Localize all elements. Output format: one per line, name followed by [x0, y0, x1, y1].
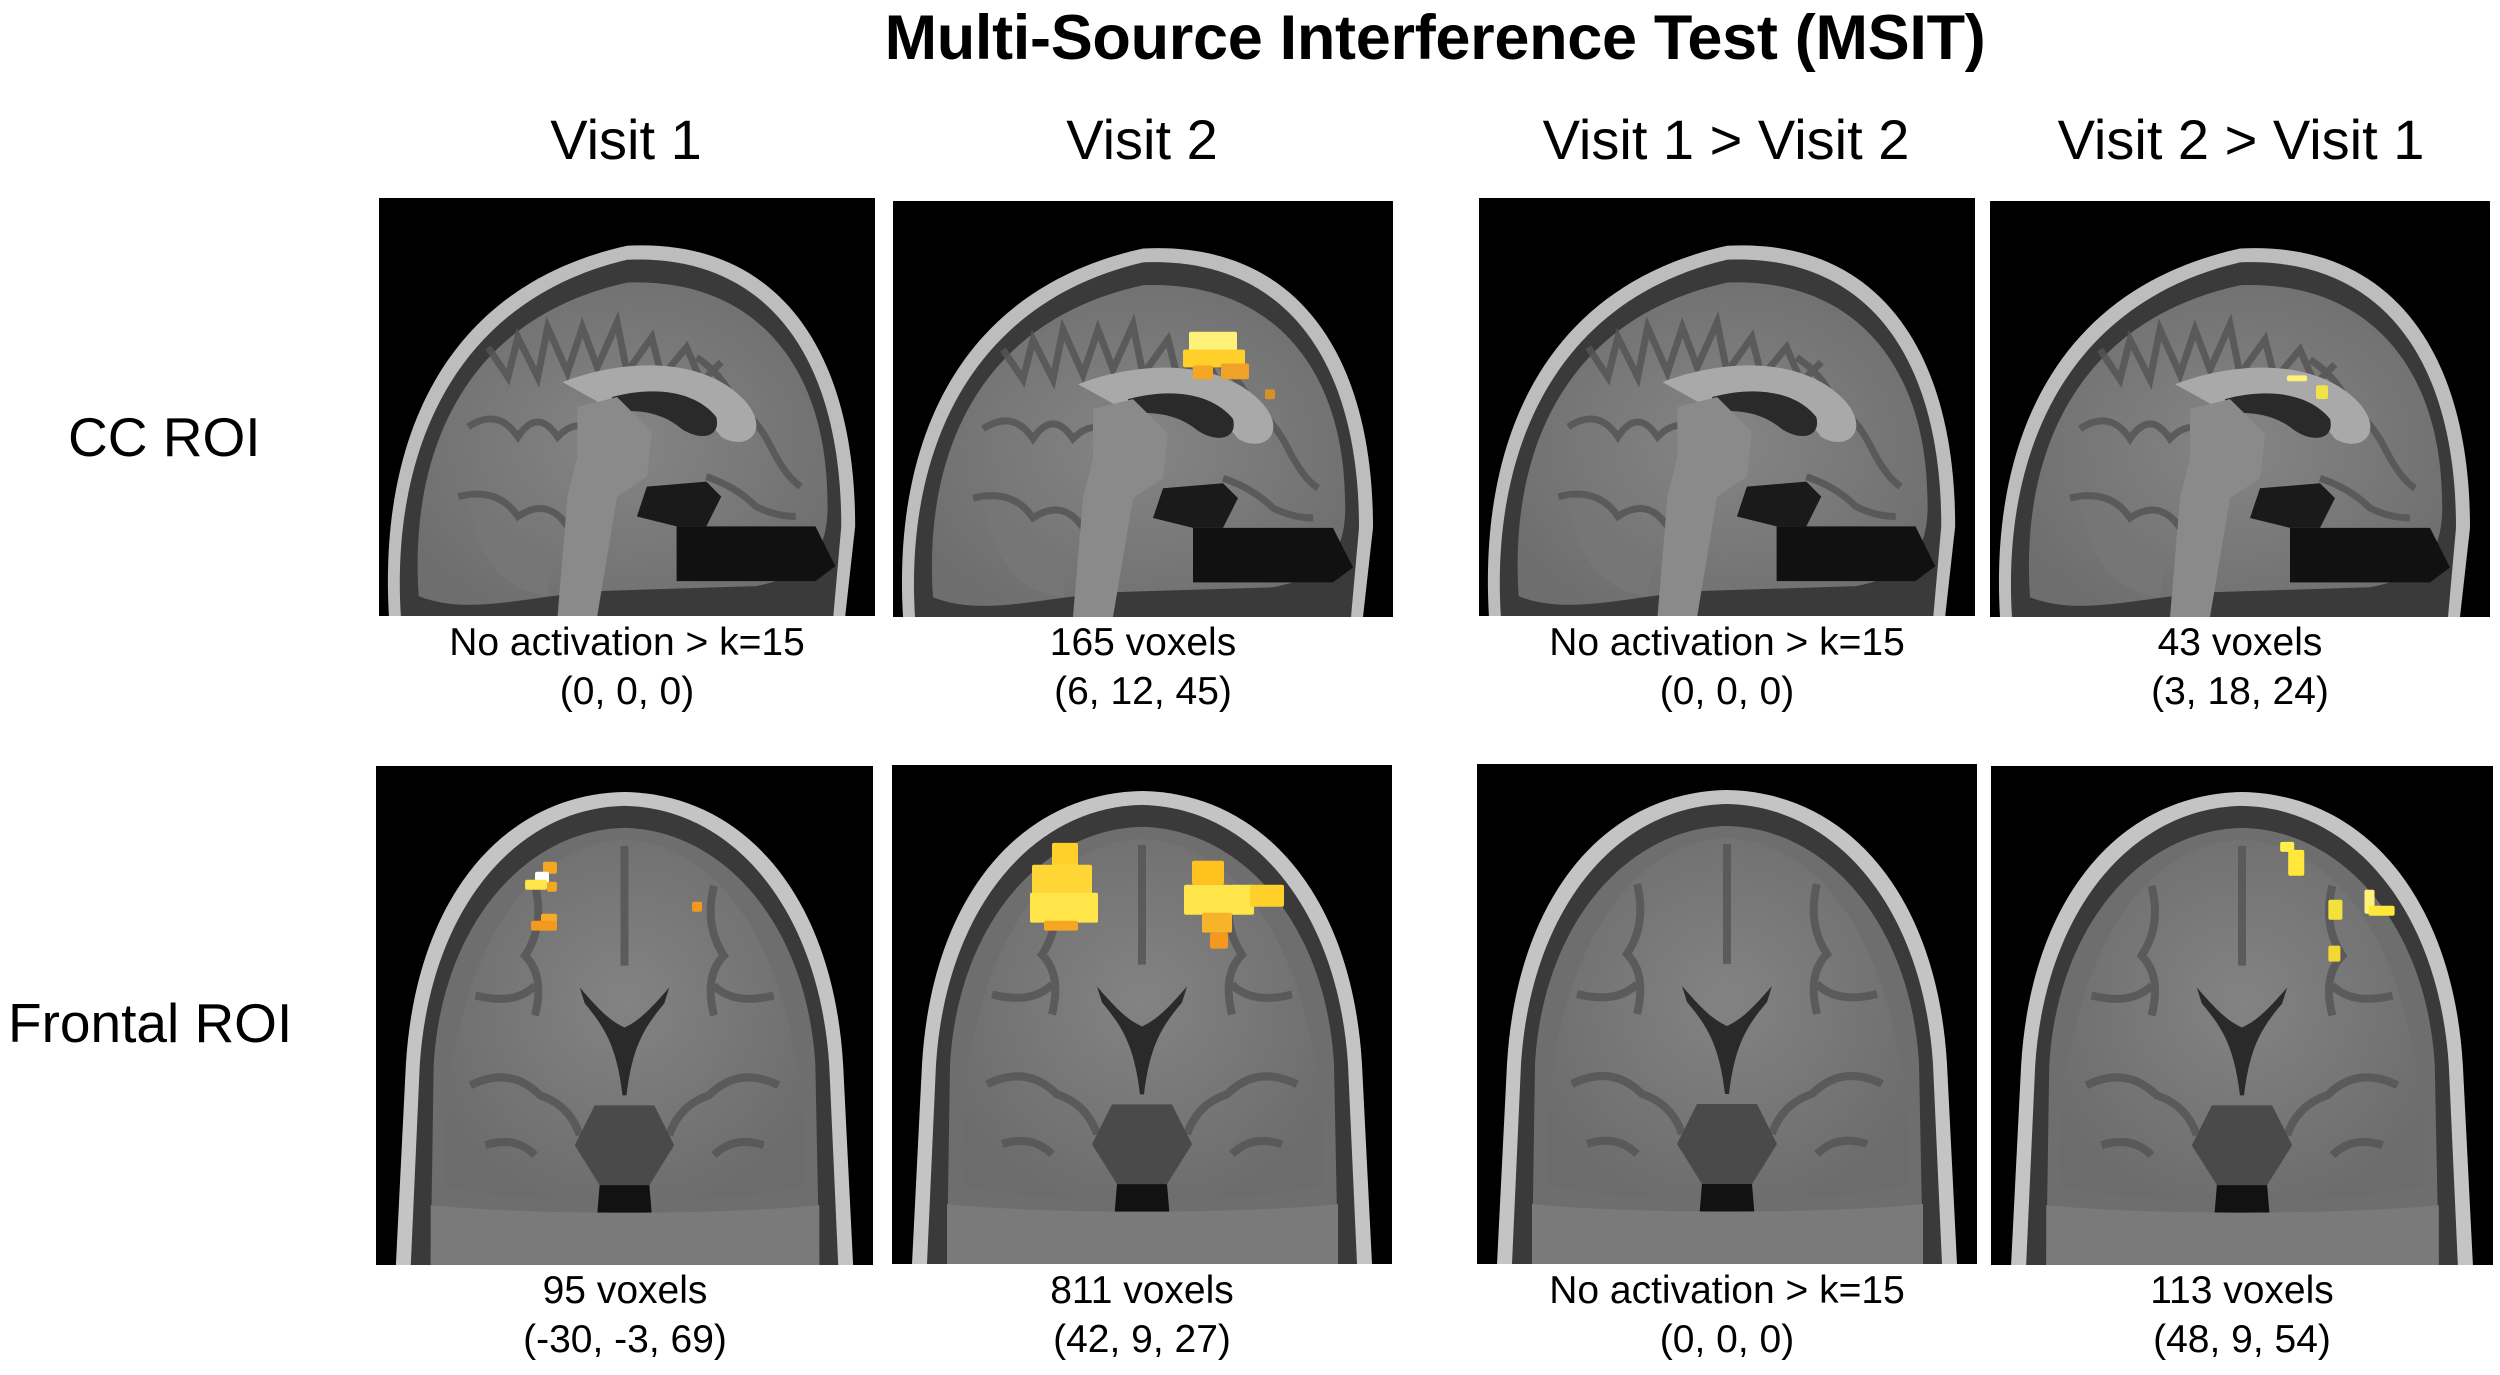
- voxel-count: No activation > k=15: [449, 621, 805, 664]
- caption-frontal-visit2-gt-visit1: 113 voxels (48, 9, 54): [1982, 1266, 2500, 1364]
- caption-cc-visit2: 165 voxels (6, 12, 45): [883, 618, 1403, 716]
- brain-panel-frontal-visit2: [892, 765, 1392, 1264]
- sagittal-mri-slice: [387, 245, 856, 616]
- caption-cc-visit1-gt-visit2: No activation > k=15 (0, 0, 0): [1467, 618, 1987, 716]
- voxel-count: 43 voxels: [2157, 621, 2323, 664]
- caption-cc-visit1: No activation > k=15 (0, 0, 0): [367, 618, 887, 716]
- column-header-visit-2: Visit 2: [1066, 108, 1218, 171]
- brain-panel-frontal-visit1: [376, 766, 873, 1265]
- peak-coordinates: (6, 12, 45): [1054, 670, 1232, 713]
- coronal-mri-slice: [1497, 790, 1957, 1264]
- peak-coordinates: (42, 9, 27): [1053, 1318, 1231, 1361]
- caption-frontal-visit1: 95 voxels (-30, -3, 69): [365, 1266, 885, 1364]
- peak-coordinates: (0, 0, 0): [1659, 670, 1795, 713]
- coronal-mri-slice: [395, 791, 854, 1265]
- activation-overlay: [1030, 842, 1284, 949]
- voxel-count: 811 voxels: [1050, 1269, 1234, 1312]
- brain-panel-frontal-visit2-gt-visit1: [1991, 766, 2493, 1265]
- brain-panel-cc-visit1-gt-visit2: [1479, 198, 1975, 616]
- coronal-mri-slice: [912, 790, 1372, 1264]
- peak-coordinates: (0, 0, 0): [1659, 1318, 1795, 1361]
- voxel-count: 113 voxels: [2150, 1269, 2334, 1312]
- voxel-count: 95 voxels: [542, 1269, 708, 1312]
- brain-panel-frontal-visit1-gt-visit2: [1477, 764, 1977, 1264]
- voxel-count: No activation > k=15: [1549, 1269, 1905, 1312]
- sagittal-mri-slice: [1998, 248, 2470, 617]
- peak-coordinates: (-30, -3, 69): [523, 1318, 727, 1361]
- caption-frontal-visit1-gt-visit2: No activation > k=15 (0, 0, 0): [1467, 1266, 1987, 1364]
- caption-frontal-visit2: 811 voxels (42, 9, 27): [882, 1266, 1402, 1364]
- coronal-mri-slice: [2011, 791, 2473, 1265]
- peak-coordinates: (0, 0, 0): [559, 670, 695, 713]
- brain-panel-cc-visit1: [379, 198, 875, 616]
- column-header-visit2-gt-visit1: Visit 2 > Visit 1: [2057, 108, 2425, 171]
- row-label-cc-roi: CC ROI: [68, 406, 261, 468]
- activation-overlay: [1183, 331, 1275, 400]
- brain-panel-cc-visit2: [893, 201, 1393, 617]
- brain-panel-cc-visit2-gt-visit1: [1990, 201, 2490, 617]
- column-header-visit-1: Visit 1: [550, 108, 702, 171]
- sagittal-mri-slice: [1487, 245, 1956, 616]
- row-label-frontal-roi: Frontal ROI: [8, 992, 293, 1054]
- peak-coordinates: (48, 9, 54): [2153, 1318, 2331, 1361]
- column-header-visit1-gt-visit2: Visit 1 > Visit 2: [1542, 108, 1910, 171]
- activation-overlay: [525, 861, 703, 931]
- activation-overlay: [2287, 375, 2328, 400]
- voxel-count: 165 voxels: [1049, 621, 1237, 664]
- peak-coordinates: (3, 18, 24): [2151, 670, 2329, 713]
- activation-overlay: [2280, 841, 2395, 962]
- voxel-count: No activation > k=15: [1549, 621, 1905, 664]
- sagittal-mri-slice: [901, 248, 1373, 617]
- figure-title: Multi-Source Interference Test (MSIT): [884, 3, 1986, 73]
- caption-cc-visit2-gt-visit1: 43 voxels (3, 18, 24): [1980, 618, 2500, 716]
